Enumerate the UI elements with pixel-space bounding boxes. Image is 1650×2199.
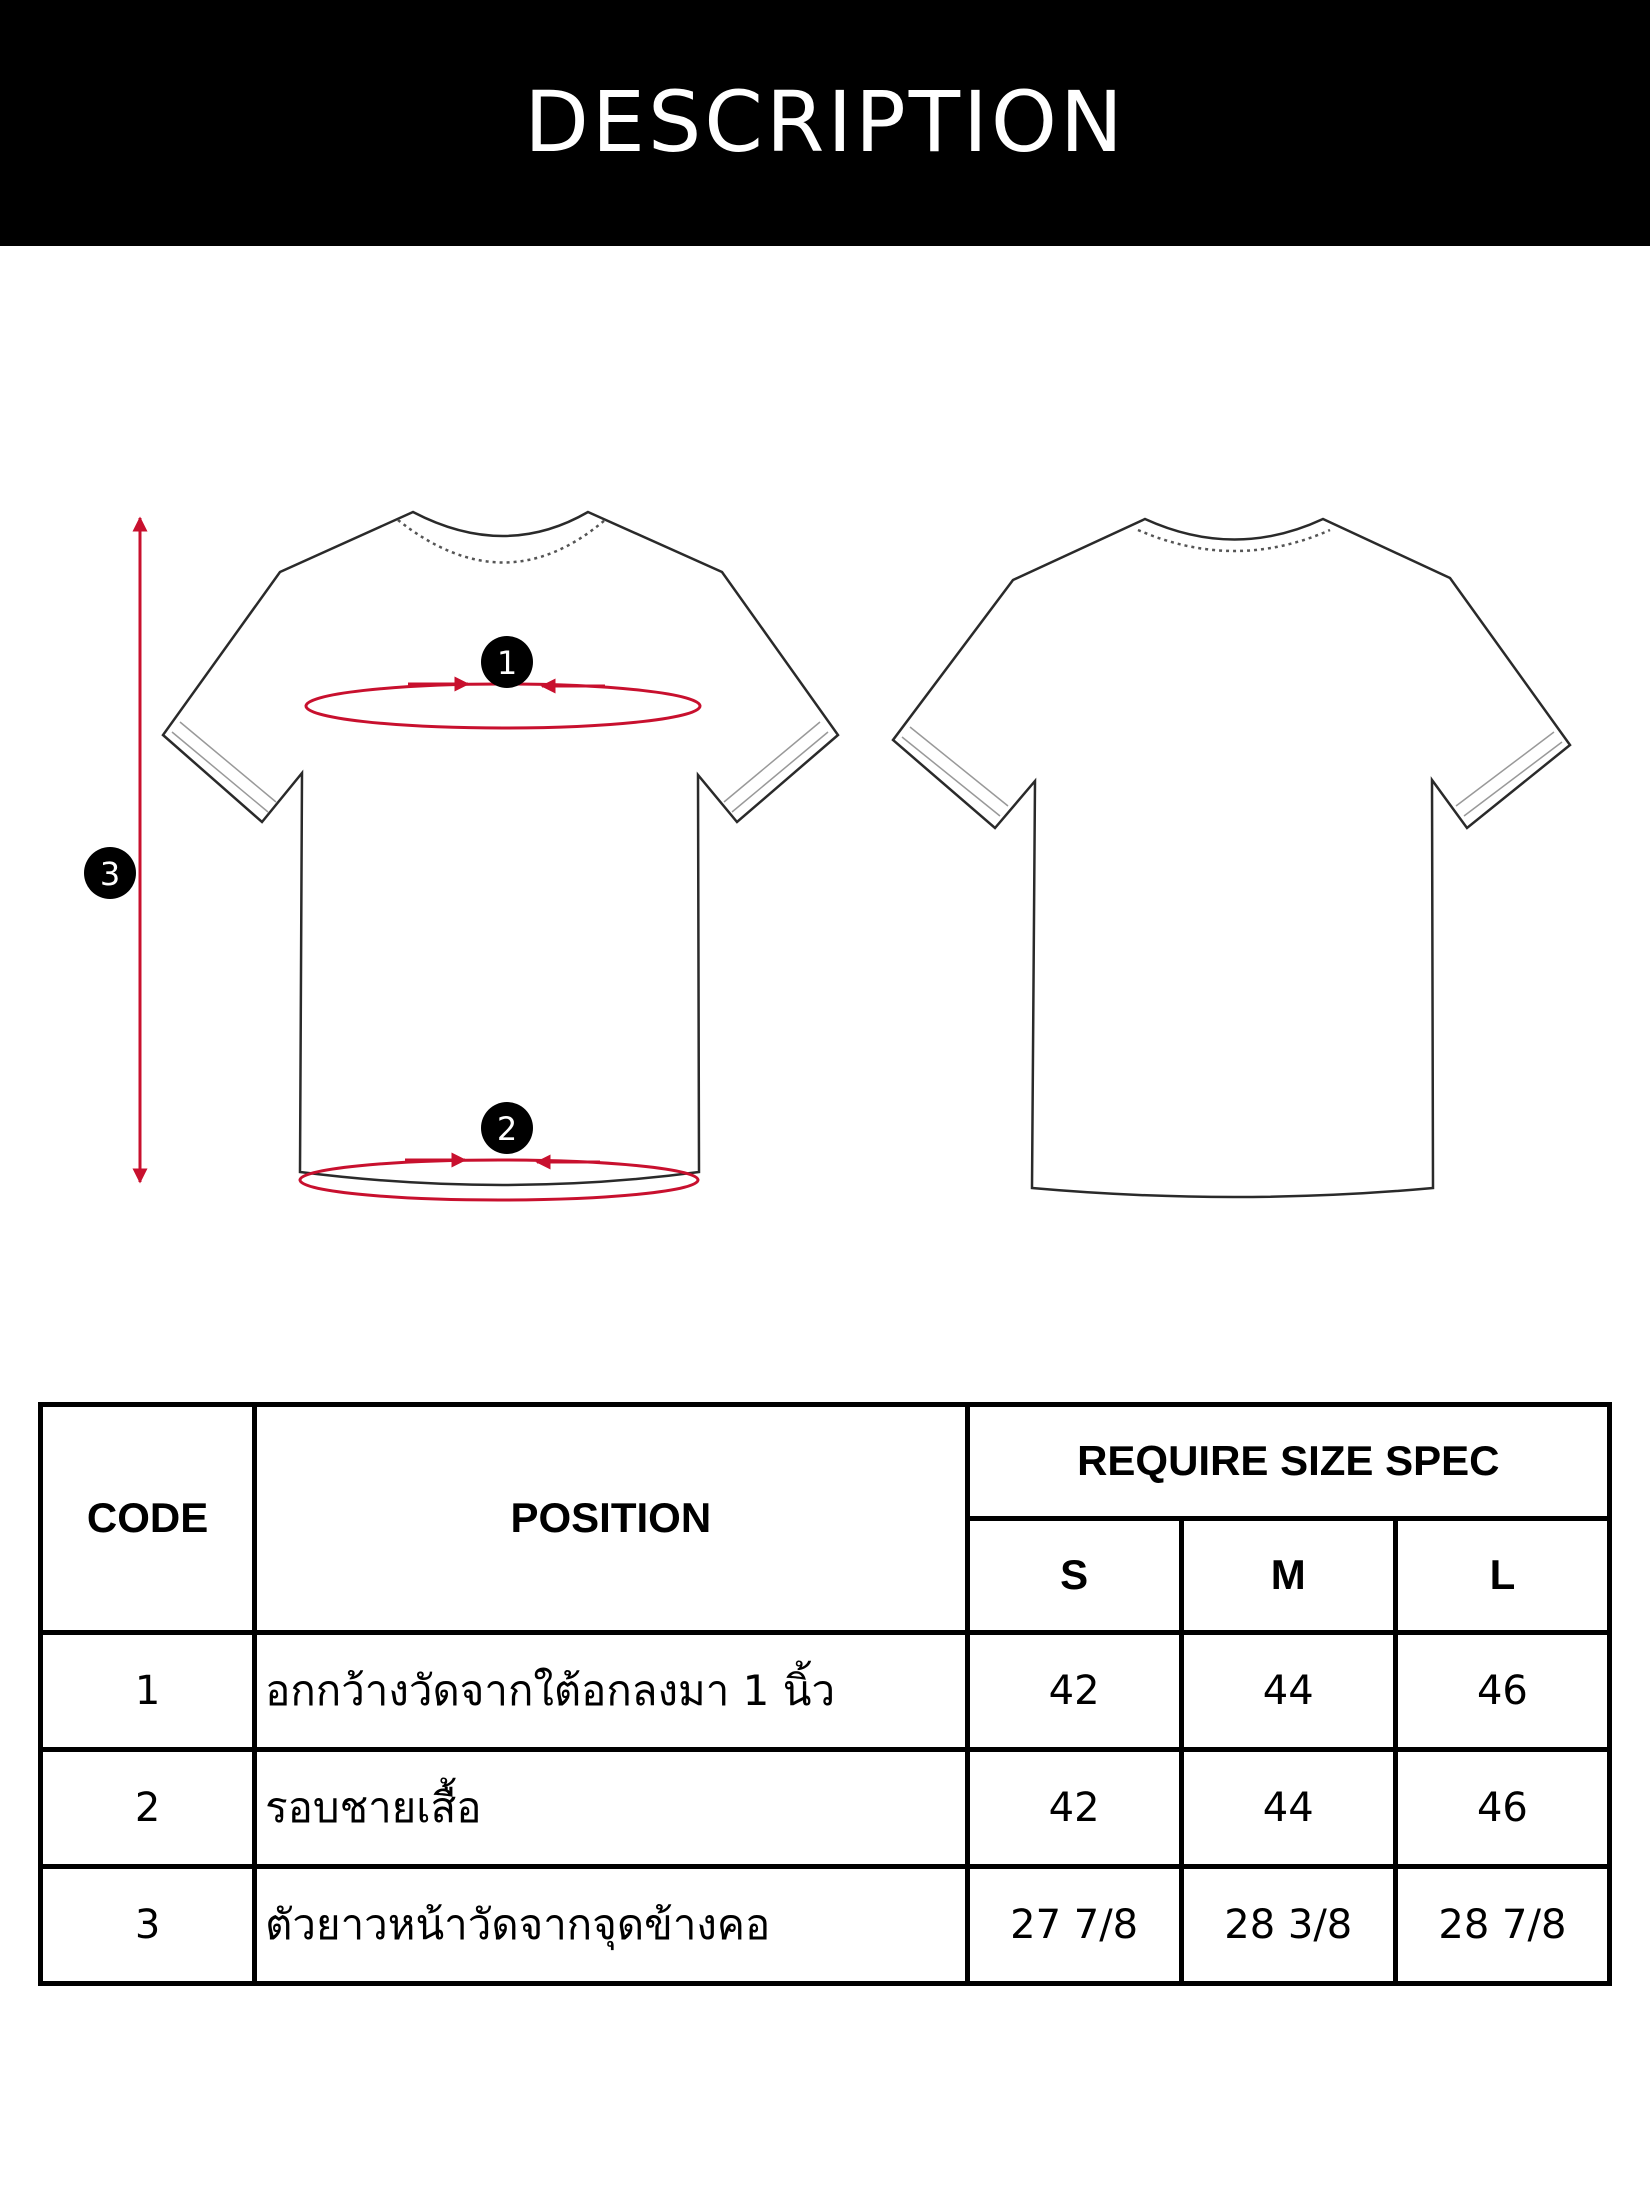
marker-2: 2 <box>481 1102 533 1154</box>
header-size-m: M <box>1178 1515 1398 1635</box>
header-banner: DESCRIPTION <box>0 0 1650 246</box>
page-title: DESCRIPTION <box>524 73 1126 171</box>
table-size-header-row: S M L <box>41 1515 1613 1635</box>
row-position: อกกว้างวัดจากใต้อกลงมา 1 นิ้ว <box>252 1629 970 1752</box>
table-header-row: CODE POSITION REQUIRE SIZE SPEC <box>37 1402 1613 1635</box>
row-size-m: 28 3/8 <box>1178 1863 1398 1987</box>
svg-text:2: 2 <box>497 1110 517 1148</box>
header-size-l: L <box>1392 1515 1613 1635</box>
table-row: 1 อกกว้างวัดจากใต้อกลงมา 1 นิ้ว 42 44 46 <box>37 1629 1613 1752</box>
row-size-m: 44 <box>1178 1629 1398 1752</box>
row-size-m: 44 <box>1178 1746 1398 1869</box>
header-position: POSITION <box>252 1402 970 1635</box>
row-size-s: 27 7/8 <box>964 1863 1184 1987</box>
row-position: ตัวยาวหน้าวัดจากจุดข้างคอ <box>252 1863 970 1987</box>
row-size-s: 42 <box>964 1629 1184 1752</box>
row-size-l: 46 <box>1392 1746 1613 1869</box>
front-shirt-illustration <box>161 510 840 1187</box>
svg-text:1: 1 <box>497 644 517 682</box>
header-size-s: S <box>964 1515 1184 1635</box>
back-shirt-illustration <box>891 517 1572 1199</box>
table-row: 2 รอบชายเสื้อ 42 44 46 <box>37 1746 1613 1869</box>
svg-text:3: 3 <box>100 855 120 893</box>
table-row: 3 ตัวยาวหน้าวัดจากจุดข้างคอ 27 7/8 28 3/… <box>37 1863 1613 1987</box>
row-code: 1 <box>37 1629 258 1752</box>
tshirt-diagram: 1 2 3 <box>84 510 1572 1202</box>
row-size-l: 28 7/8 <box>1392 1863 1613 1987</box>
row-position: รอบชายเสื้อ <box>252 1746 970 1869</box>
row-size-l: 46 <box>1392 1629 1613 1752</box>
hem-measure-ellipse <box>298 1158 700 1202</box>
marker-3: 3 <box>84 847 136 899</box>
row-size-s: 42 <box>964 1746 1184 1869</box>
row-code: 2 <box>37 1746 258 1869</box>
header-require-size-spec: REQUIRE SIZE SPEC <box>964 1402 1613 1521</box>
row-code: 3 <box>37 1863 258 1987</box>
header-code: CODE <box>37 1402 258 1635</box>
size-spec-table: CODE POSITION REQUIRE SIZE SPEC S M L 1 … <box>37 1402 1613 1987</box>
marker-1: 1 <box>481 636 533 688</box>
